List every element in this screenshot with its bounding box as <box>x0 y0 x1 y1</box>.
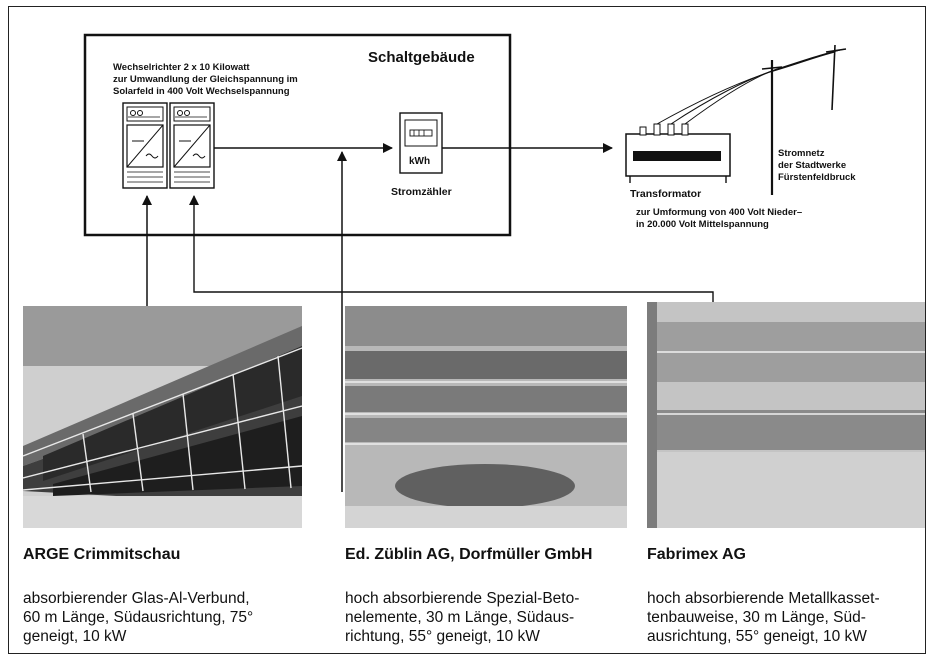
photo-fabrimex <box>647 302 925 528</box>
transformer-desc-line1: zur Umformung von 400 Volt Nieder– <box>636 207 802 219</box>
inverter-cabinet-2 <box>170 103 214 188</box>
photo-zueblin-dorfmueller <box>345 306 627 528</box>
meter-unit: kWh <box>409 156 430 168</box>
description-3: hoch absorbierende Metallkasset- tenbauw… <box>647 589 922 646</box>
description-3-line3: ausrichtung, 55° geneigt, 10 kW <box>647 627 922 646</box>
inverter-label-line1: Wechselrichter 2 x 10 Kilowatt <box>113 62 250 74</box>
company-name-2: Ed. Züblin AG, Dorfmüller GmbH <box>345 546 592 564</box>
grid-label-line2: der Stadtwerke <box>778 160 846 172</box>
inverter-label-line2: zur Umwandlung der Gleichspannung im <box>113 74 298 86</box>
company-name-1: ARGE Crimmitschau <box>23 546 180 564</box>
description-1-line3: geneigt, 10 kW <box>23 627 308 646</box>
description-3-line1: hoch absorbierende Metallkasset- <box>647 589 922 608</box>
description-2: hoch absorbierende Spezial-Beto- nelemen… <box>345 589 635 646</box>
description-1-line1: absorbierender Glas-Al-Verbund, <box>23 589 308 608</box>
description-2-line1: hoch absorbierende Spezial-Beto- <box>345 589 635 608</box>
inverter-cabinet-1 <box>123 103 167 188</box>
grid-label-line3: Fürstenfeldbruck <box>778 172 856 184</box>
transformer-label: Transformator <box>630 188 701 200</box>
transformer-drawing <box>626 124 730 183</box>
company-name-3: Fabrimex AG <box>647 546 746 564</box>
grid-label-line1: Stromnetz <box>778 148 824 160</box>
inverter-label-line3: Solarfeld in 400 Volt Wechselspannung <box>113 86 290 98</box>
photo-arge-crimmitschau <box>23 306 302 528</box>
description-1-line2: 60 m Länge, Südausrichtung, 75° <box>23 608 308 627</box>
meter-label: Stromzähler <box>391 186 452 198</box>
transformer-desc-line2: in 20.000 Volt Mittelspannung <box>636 219 769 231</box>
description-2-line3: richtung, 55° geneigt, 10 kW <box>345 627 635 646</box>
description-1: absorbierender Glas-Al-Verbund, 60 m Län… <box>23 589 308 646</box>
building-title: Schaltgebäude <box>368 49 475 66</box>
description-3-line2: tenbauweise, 30 m Länge, Süd- <box>647 608 922 627</box>
description-2-line2: nelemente, 30 m Länge, Südaus- <box>345 608 635 627</box>
